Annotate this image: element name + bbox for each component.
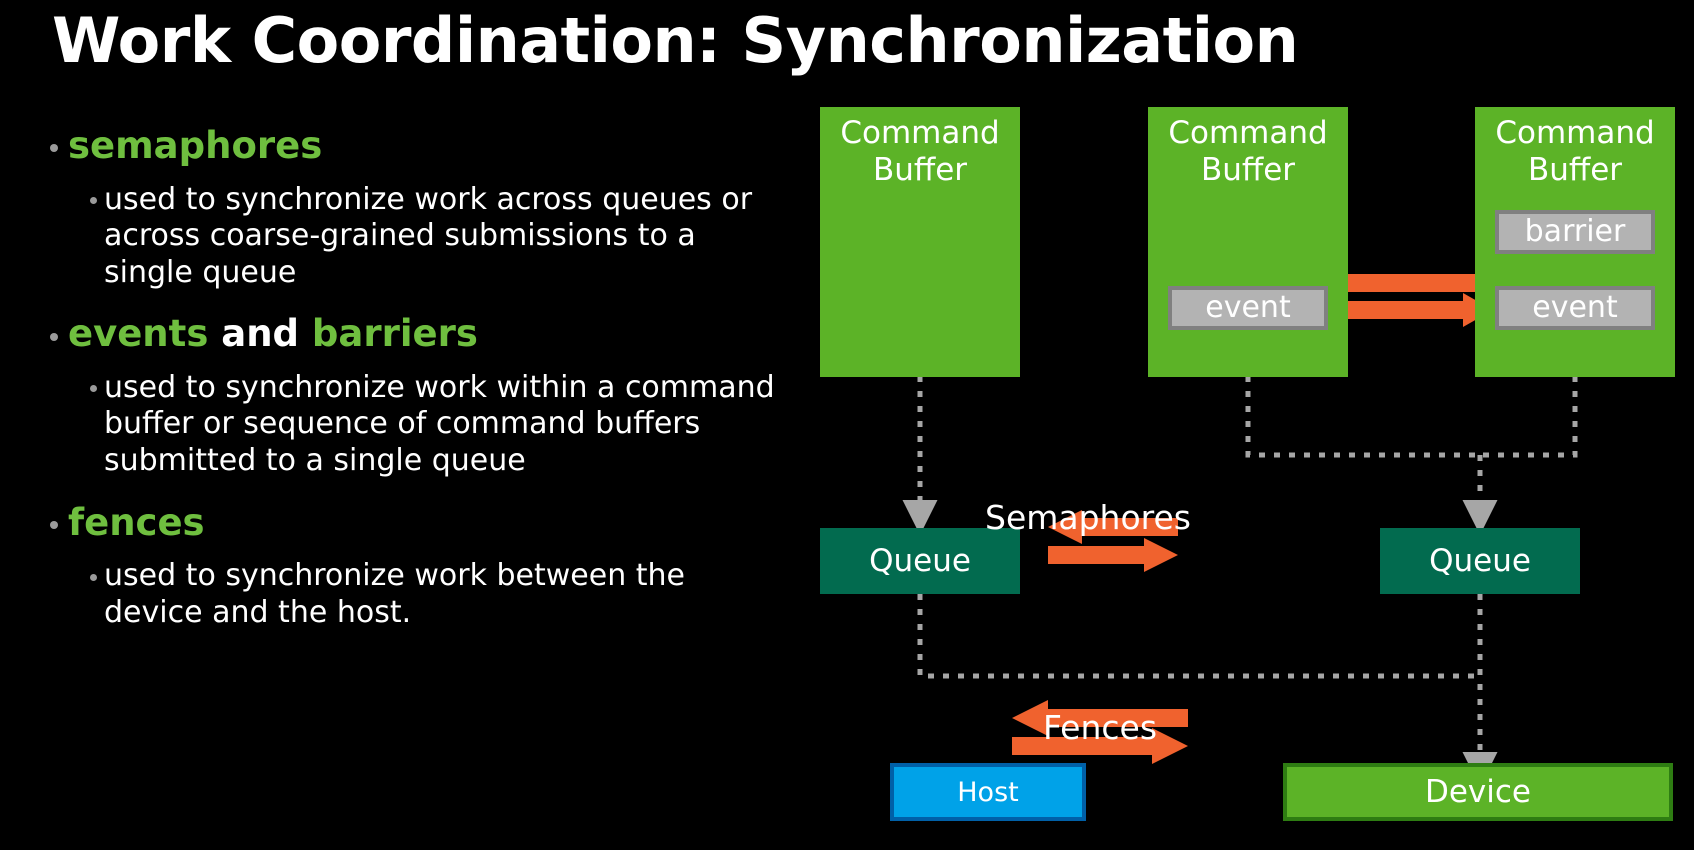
- command-buffer-3-title-line2: Buffer: [1527, 151, 1623, 188]
- bullet-fences: fences: [46, 500, 786, 545]
- bullet-fences-label: fences: [68, 500, 205, 544]
- bullet-group-semaphores: semaphores used to synchronize work acro…: [46, 124, 786, 292]
- cb2-event-chip[interactable]: event: [1168, 286, 1328, 330]
- command-buffer-1-title-line2: Buffer: [872, 151, 968, 188]
- bullet-semaphores-label: semaphores: [68, 124, 323, 167]
- bullet-events-barriers: events and barriers: [46, 313, 786, 356]
- bullet-barriers-label: barriers: [311, 312, 478, 356]
- bullet-dot-icon: [90, 385, 97, 393]
- command-buffer-2[interactable]: Command Buffer: [1148, 107, 1348, 377]
- bullet-events-barriers-detail: used to synchronize work within a comman…: [46, 370, 786, 480]
- bullet-semaphores-detail-text: used to synchronize work across queues o…: [104, 181, 753, 290]
- command-buffer-1[interactable]: Command Buffer: [820, 107, 1020, 377]
- bullet-events-label: events: [68, 312, 209, 356]
- bullet-dot-icon: [50, 144, 58, 153]
- semaphores-arrow-right: [1048, 538, 1178, 572]
- command-buffer-1-title-line1: Command: [840, 115, 1000, 151]
- host-label: Host: [957, 776, 1019, 808]
- command-buffer-2-title-line1: Command: [1168, 115, 1328, 151]
- bullet-fences-detail-text: used to synchronize work between the dev…: [104, 558, 685, 630]
- cb3-barrier-chip-label: barrier: [1524, 214, 1626, 249]
- queue-right-label: Queue: [1429, 543, 1531, 579]
- bullet-events-barriers-detail-text: used to synchronize work within a comman…: [104, 369, 775, 479]
- page-title: Work Coordination: Synchronization: [52, 4, 1299, 77]
- cb2-event-chip-label: event: [1205, 290, 1291, 325]
- bullet-semaphores: semaphores: [46, 124, 786, 168]
- bullet-conjunction-label: and: [208, 312, 312, 356]
- bullet-semaphores-detail: used to synchronize work across queues o…: [46, 182, 786, 292]
- fences-arrow-right: [1012, 728, 1188, 764]
- command-buffer-2-title-line2: Buffer: [1200, 151, 1296, 188]
- bullet-dot-icon: [50, 332, 58, 341]
- host-box[interactable]: Host: [890, 763, 1086, 821]
- semaphores-label: Semaphores: [984, 498, 1192, 537]
- connector-cb2-to-bus: [1245, 376, 1480, 458]
- bullet-list: semaphores used to synchronize work acro…: [46, 124, 786, 653]
- queue-left[interactable]: Queue: [820, 528, 1020, 594]
- command-buffer-3-title-line1: Command: [1495, 115, 1655, 151]
- fences-label: Fences: [1042, 708, 1158, 747]
- connector-cb3-to-bus: [1480, 376, 1578, 458]
- device-label: Device: [1424, 774, 1532, 810]
- bullet-group-events-barriers: events and barriers used to synchronize …: [46, 313, 786, 479]
- bullet-dot-icon: [50, 520, 58, 529]
- device-box[interactable]: Device: [1283, 763, 1673, 821]
- bullet-dot-icon: [90, 197, 97, 205]
- bullet-dot-icon: [90, 573, 97, 581]
- queue-right[interactable]: Queue: [1380, 528, 1580, 594]
- event-sync-arrow-right: [1322, 293, 1493, 327]
- connector-queue-left-to-device-bus: [917, 594, 1480, 679]
- semaphores-arrow-left: [1048, 510, 1178, 544]
- cb3-event-chip[interactable]: event: [1495, 286, 1655, 330]
- cb3-barrier-chip[interactable]: barrier: [1495, 210, 1655, 254]
- cb3-event-chip-label: event: [1532, 290, 1618, 325]
- queue-left-label: Queue: [869, 543, 971, 579]
- fences-arrow-left: [1012, 700, 1188, 736]
- bullet-fences-detail: used to synchronize work between the dev…: [46, 558, 786, 631]
- bullet-group-fences: fences used to synchronize work between …: [46, 500, 786, 632]
